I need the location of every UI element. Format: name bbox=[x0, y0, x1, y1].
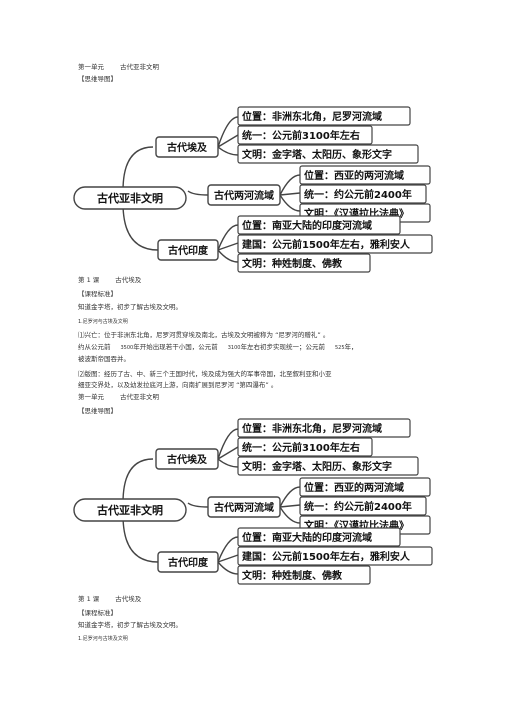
leaf-node bbox=[237, 437, 373, 457]
root-node bbox=[73, 186, 187, 210]
leaf-label: 位置：非洲东北角，尼罗河流域 bbox=[242, 110, 382, 123]
leaf-label: 建国：公元前1500年左右，雅利安人 bbox=[241, 550, 411, 563]
unit-label: 第一单元 bbox=[78, 393, 104, 401]
leaf-node bbox=[237, 215, 401, 235]
unit-heading: 第一单元 古代亚非文明 bbox=[78, 63, 159, 72]
unit-title: 古代亚非文明 bbox=[120, 393, 159, 401]
leaf-label: 建国：公元前1500年左右，雅利安人 bbox=[241, 238, 411, 251]
lesson-title: 古代埃及 bbox=[115, 276, 142, 284]
branch-label: 古代两河流域 bbox=[214, 189, 274, 202]
standard-text: 知道金字塔，初步了解古埃及文明。 bbox=[78, 621, 182, 629]
branch-node bbox=[157, 551, 219, 573]
paragraph-line: 被波斯帝国吞并。 bbox=[78, 355, 130, 363]
lesson-number: 第 1 课 bbox=[78, 595, 100, 603]
map-connector bbox=[279, 486, 301, 524]
leaf-label: 统一：约公元前2400年 bbox=[304, 188, 412, 201]
leaf-label: 位置：南亚大陆的印度河流域 bbox=[242, 531, 372, 544]
mind-map-label: 【思维导图】 bbox=[78, 407, 117, 415]
leaf-node bbox=[299, 477, 431, 497]
lesson-title: 古代埃及 bbox=[115, 595, 142, 603]
paragraph-line: 细亚交界处，以及幼发拉底河上游，向南扩展到尼罗河 “第四瀑布” 。 bbox=[78, 381, 278, 389]
mind-map-1: 古代亚非文明 古代埃及 古代两河流域 古代印度 位置：非洲东北角，尼罗河流域 统… bbox=[73, 106, 433, 273]
leaf-label: 位置：非洲东北角，尼罗河流域 bbox=[242, 422, 382, 435]
branch-node bbox=[157, 239, 219, 261]
branch-label: 古代埃及 bbox=[167, 141, 208, 154]
leaf-label: 统一：约公元前2400年 bbox=[304, 500, 412, 513]
map-connector bbox=[122, 458, 154, 504]
unit-title: 古代亚非文明 bbox=[120, 63, 159, 71]
branch-label: 古代印度 bbox=[168, 244, 209, 257]
leaf-node bbox=[237, 234, 433, 254]
leaf-label: 统一：公元前3100年左右 bbox=[242, 441, 360, 454]
branch-node bbox=[207, 184, 281, 206]
map-connector bbox=[122, 146, 154, 192]
leaf-node bbox=[237, 144, 419, 164]
leaf-node bbox=[237, 418, 411, 438]
mind-map-label: 【思维导图】 bbox=[78, 75, 117, 83]
branch-label: 古代两河流域 bbox=[214, 501, 274, 514]
leaf-label: 文明：种姓制度、佛教 bbox=[242, 569, 343, 582]
standard-label: 【课程标准】 bbox=[78, 290, 117, 298]
map-connector bbox=[187, 190, 209, 196]
leaf-node bbox=[237, 106, 411, 126]
map-connector bbox=[217, 116, 239, 156]
map-connector bbox=[279, 174, 301, 212]
standard-label: 【课程标准】 bbox=[78, 609, 117, 617]
root-label: 古代亚非文明 bbox=[97, 191, 163, 205]
leaf-node bbox=[237, 125, 373, 145]
leaf-node bbox=[237, 565, 371, 585]
mind-map-2: 古代亚非文明 古代埃及 古代两河流域 古代印度 位置：非洲东北角，尼罗河流域 统… bbox=[73, 418, 433, 585]
branch-node bbox=[207, 496, 281, 518]
leaf-label: 文明：种姓制度、佛教 bbox=[242, 257, 343, 270]
map-connector bbox=[122, 514, 159, 563]
leaf-label: 文明：金字塔、太阳历、象形文字 bbox=[242, 460, 392, 473]
standard-text: 知道金字塔，初步了解古埃及文明。 bbox=[78, 303, 182, 311]
map-connector bbox=[187, 502, 209, 508]
branch-node bbox=[155, 448, 219, 470]
leaf-label: 位置：南亚大陆的印度河流域 bbox=[242, 219, 372, 232]
leaf-label: 位置：西亚的两河流域 bbox=[304, 169, 404, 182]
map-connector bbox=[122, 202, 159, 251]
leaf-label: 统一：公元前3100年左右 bbox=[242, 129, 360, 142]
lesson-number: 第 1 课 bbox=[78, 276, 100, 284]
root-node bbox=[73, 498, 187, 522]
unit-heading: 第一单元 古代亚非文明 bbox=[78, 393, 159, 402]
leaf-node bbox=[237, 546, 433, 566]
section-title: 1.尼罗河与古埃及文明 bbox=[78, 636, 128, 642]
leaf-node bbox=[237, 456, 419, 476]
map-connector bbox=[217, 536, 239, 575]
map-connector bbox=[217, 224, 239, 263]
paragraph-line: ⑴兴亡：位于非洲东北角，尼罗河贯穿埃及南北，古埃及文明被称为 “尼罗河的赠礼” … bbox=[78, 331, 330, 339]
branch-label: 古代埃及 bbox=[167, 453, 208, 466]
paragraph-line: ⑵版图：经历了古、中、新三个王国时代，埃及成为强大的军事帝国，北至叙利亚和小亚 bbox=[78, 370, 332, 378]
leaf-label: 文明：金字塔、太阳历、象形文字 bbox=[242, 148, 392, 161]
leaf-node bbox=[299, 496, 427, 516]
section-title: 1.尼罗河与古埃及文明 bbox=[78, 319, 128, 325]
leaf-node bbox=[237, 253, 371, 273]
leaf-node bbox=[299, 184, 427, 204]
lesson-heading: 第 1 课 古代埃及 bbox=[78, 595, 141, 604]
lesson-heading: 第 1 课 古代埃及 bbox=[78, 276, 141, 285]
root-label: 古代亚非文明 bbox=[97, 503, 163, 517]
unit-label: 第一单元 bbox=[78, 63, 104, 71]
leaf-node bbox=[299, 165, 431, 185]
branch-label: 古代印度 bbox=[168, 556, 209, 569]
leaf-label: 位置：西亚的两河流域 bbox=[304, 481, 404, 494]
branch-node bbox=[155, 136, 219, 158]
leaf-node bbox=[237, 527, 401, 547]
map-connector bbox=[217, 428, 239, 468]
